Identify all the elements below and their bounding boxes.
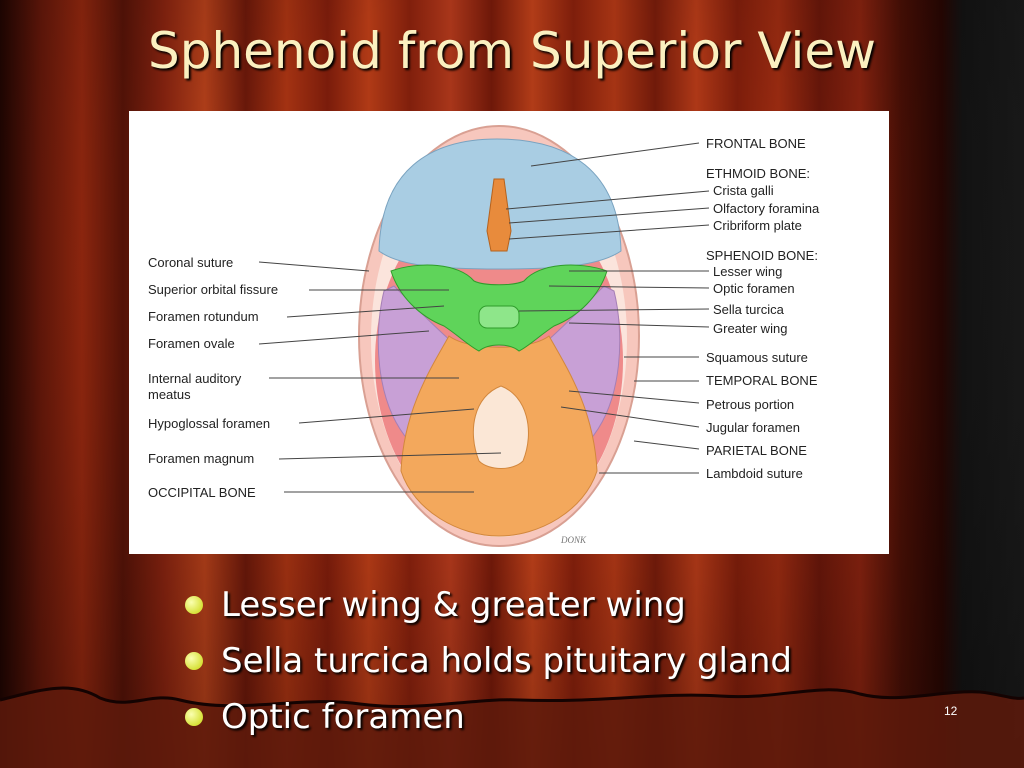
label-lesser-wing: Lesser wing bbox=[713, 264, 783, 279]
label-occipital-bone: OCCIPITAL BONE bbox=[148, 485, 256, 500]
label-petrous-portion: Petrous portion bbox=[706, 397, 795, 412]
skull-illustration: DONK bbox=[258, 125, 710, 547]
label-lambdoid-suture: Lambdoid suture bbox=[706, 466, 803, 481]
bullet-item: Optic foramen bbox=[185, 692, 792, 748]
label-squamous-suture: Squamous suture bbox=[706, 350, 808, 365]
leader-lines-left bbox=[258, 261, 502, 493]
bullet-text: Sella turcica holds pituitary gland bbox=[221, 641, 792, 681]
label-internal-auditory: Internal auditory bbox=[148, 371, 242, 386]
bullet-dot-icon bbox=[185, 708, 203, 726]
leader-lines-right bbox=[505, 142, 710, 474]
bullet-item: Sella turcica holds pituitary gland bbox=[185, 636, 792, 692]
label-olfactory-foramina: Olfactory foramina bbox=[713, 201, 820, 216]
bullet-text: Lesser wing & greater wing bbox=[221, 585, 686, 625]
bullet-item: Lesser wing & greater wing bbox=[185, 580, 792, 636]
label-meatus: meatus bbox=[148, 387, 191, 402]
bullet-list: Lesser wing & greater wing Sella turcica… bbox=[185, 580, 792, 748]
slide-title: Sphenoid from Superior View bbox=[147, 22, 877, 80]
label-ethmoid-bone: ETHMOID BONE: bbox=[706, 166, 811, 181]
label-temporal-bone: TEMPORAL BONE bbox=[706, 373, 818, 388]
label-hypoglossal-foramen: Hypoglossal foramen bbox=[148, 416, 271, 431]
label-optic-foramen: Optic foramen bbox=[713, 281, 795, 296]
label-foramen-rotundum: Foramen rotundum bbox=[148, 309, 259, 324]
ethmoid-crista-galli bbox=[486, 178, 512, 252]
label-crista-galli: Crista galli bbox=[713, 183, 774, 198]
label-sella-turcica: Sella turcica bbox=[713, 302, 784, 317]
label-jugular-foramen: Jugular foramen bbox=[706, 420, 800, 435]
label-frontal-bone: FRONTAL BONE bbox=[706, 136, 806, 151]
label-greater-wing: Greater wing bbox=[713, 321, 788, 336]
foramen-magnum-shape bbox=[472, 385, 529, 469]
bullet-dot-icon bbox=[185, 652, 203, 670]
label-foramen-magnum: Foramen magnum bbox=[148, 451, 255, 466]
bullet-dot-icon bbox=[185, 596, 203, 614]
bullet-text: Optic foramen bbox=[221, 697, 465, 737]
curtain-footer-wave bbox=[0, 686, 1024, 768]
label-sphenoid-bone: SPHENOID BONE: bbox=[706, 248, 818, 263]
page-number: 12 bbox=[944, 704, 958, 718]
label-parietal-bone: PARIETAL BONE bbox=[706, 443, 807, 458]
label-superior-orbital-fissure: Superior orbital fissure bbox=[148, 282, 279, 297]
sella-turcica-shape bbox=[478, 305, 520, 329]
label-cribriform-plate: Cribriform plate bbox=[713, 218, 802, 233]
label-coronal-suture: Coronal suture bbox=[148, 255, 234, 270]
artist-signature: DONK bbox=[560, 535, 587, 545]
skull-diagram: DONK Coronal suture Superior orbital fis… bbox=[129, 111, 889, 554]
label-foramen-ovale: Foramen ovale bbox=[148, 336, 235, 351]
